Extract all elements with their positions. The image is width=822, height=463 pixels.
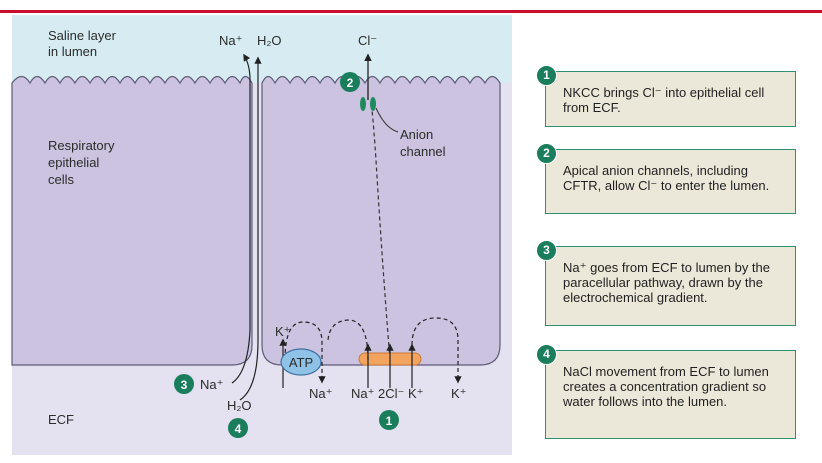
step-4-text: NaCl movement from ECF to lumen creates … [563,364,769,409]
atp-label: ATP [289,355,313,370]
k-channel-label: K⁺ [451,386,467,401]
paracellular-na-arrow [231,53,251,384]
pump-cycle-arrow [284,321,326,384]
step-1-badge-label: 1 [386,414,393,428]
nkcc-na-cycle-arrow [327,319,369,361]
step-2-badge: 2 [536,143,557,164]
nkcc-k-label: K⁺ [408,386,424,401]
k-recycle-arrow [411,317,462,384]
step-1-badge-circle [379,410,399,430]
cell-label-line3: cells [48,172,75,187]
lumen-label-line1: Saline layer [48,28,117,43]
right-epithelial-cell [261,75,501,366]
step-4-badge-circle [228,418,248,438]
anion-label-line2: channel [400,144,446,159]
step-1-badge: 1 [536,65,557,86]
step-box-4: 4 NaCl movement from ECF to lumen create… [536,344,796,439]
pump-na-label: Na⁺ [309,386,332,401]
para-water-label: H₂O [227,398,252,413]
step-box-1: 1 NKCC brings Cl⁻ into epithelial cell f… [536,65,796,127]
pump-k-label: K⁺ [275,324,291,339]
step-2-badge-circle [340,72,360,92]
step-2-badge-label: 2 [347,76,354,90]
step-box-2: 2 Apical anion channels, including CFTR,… [536,143,796,214]
anion-label-line1: Anion [400,127,433,142]
paracellular-water-arrow [239,56,262,401]
lumen-label-line2: in lumen [48,44,97,59]
chloride-path [371,109,391,361]
step-1-text: NKCC brings Cl⁻ into epithelial cell fro… [563,85,765,115]
step-4-badge: 4 [536,344,557,365]
lumen-region [12,15,512,83]
nkcc-na-label: Na⁺ [351,386,374,401]
anion-channel-right [370,97,376,111]
step-box-3: 3 Na⁺ goes from ECF to lumen by the para… [536,240,796,326]
para-na-label: Na⁺ [200,377,223,392]
cell-label-line2: epithelial [48,155,99,170]
anion-channel-left [360,97,366,111]
step-3-badge: 3 [536,240,557,261]
left-epithelial-cell [11,75,253,366]
anion-channel-pointer [375,107,399,133]
step-4-badge-label: 4 [235,422,242,436]
step-3-text: Na⁺ goes from ECF to lumen by the parace… [563,260,771,305]
ecf-label: ECF [48,412,74,427]
cell-label-line1: Respiratory [48,138,115,153]
step-3-badge-label: 3 [181,378,188,392]
top-na-label: Na⁺ [219,33,242,48]
step-2-text: Apical anion channels, including CFTR, a… [563,163,770,193]
atp-pump [280,348,322,376]
nkcc-cl-label: 2Cl⁻ [378,386,404,401]
step-3-badge-circle [174,374,194,394]
top-water-label: H₂O [257,33,282,48]
top-cl-label: Cl⁻ [358,33,377,48]
header-rule [0,10,822,13]
